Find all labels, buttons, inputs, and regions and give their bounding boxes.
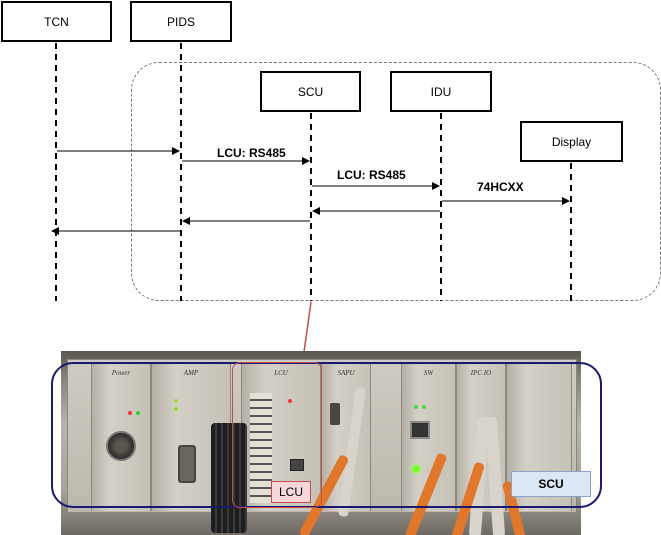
msg-label-idu-display: 74HCXX (477, 180, 524, 194)
sw-led-1 (414, 405, 418, 409)
display-box: Display (520, 121, 623, 162)
terminal-block (250, 393, 272, 503)
sapu-connector (330, 403, 340, 425)
amp-led-1 (174, 399, 178, 403)
amp-led-2 (174, 407, 178, 411)
display-label: Display (551, 134, 592, 149)
usb-port (290, 459, 304, 471)
ethernet-port (410, 421, 430, 439)
idu-label: IDU (430, 84, 452, 99)
sw-card-label: SW (423, 369, 434, 377)
idu-box: IDU (390, 71, 492, 112)
power-card: Power (91, 363, 151, 511)
lcu-connector-line (303, 301, 312, 353)
scu-box: SCU (260, 71, 361, 112)
lcu-highlight-outline (232, 362, 322, 508)
scu-tag: SCU (511, 471, 591, 497)
hardware-photo: Power AMP LCU SAPU SW IPC IO (61, 351, 581, 535)
scu-tag-label: SCU (538, 477, 564, 491)
msg-label-scu-idu: LCU: RS485 (337, 168, 406, 182)
tcn-label: TCN (44, 14, 69, 29)
circular-connector (106, 431, 136, 461)
ipcio-card-label: IPC IO (470, 369, 492, 377)
tcn-box: TCN (1, 1, 112, 42)
msg-label-pids-scu: LCU: RS485 (217, 146, 286, 160)
scu-label: SCU (297, 84, 324, 99)
db9-connector (178, 445, 196, 483)
power-led-red (128, 411, 132, 415)
lcu-card-label: LCU (274, 369, 288, 377)
sapu-card-label: SAPU (337, 369, 355, 377)
amp-card-label: AMP (183, 369, 199, 377)
black-cable-bundle (211, 423, 247, 533)
lcu-led-red (288, 399, 292, 403)
power-led-green (136, 411, 140, 415)
lcu-tag-label: LCU (278, 485, 303, 499)
lcu-tag: LCU (271, 481, 311, 503)
sw-led-3 (412, 465, 420, 473)
sw-led-2 (422, 405, 426, 409)
pids-box: PIDS (130, 1, 232, 42)
scu-frame-outline (51, 362, 602, 508)
pids-label: PIDS (166, 14, 195, 29)
power-card-label: Power (111, 369, 131, 377)
